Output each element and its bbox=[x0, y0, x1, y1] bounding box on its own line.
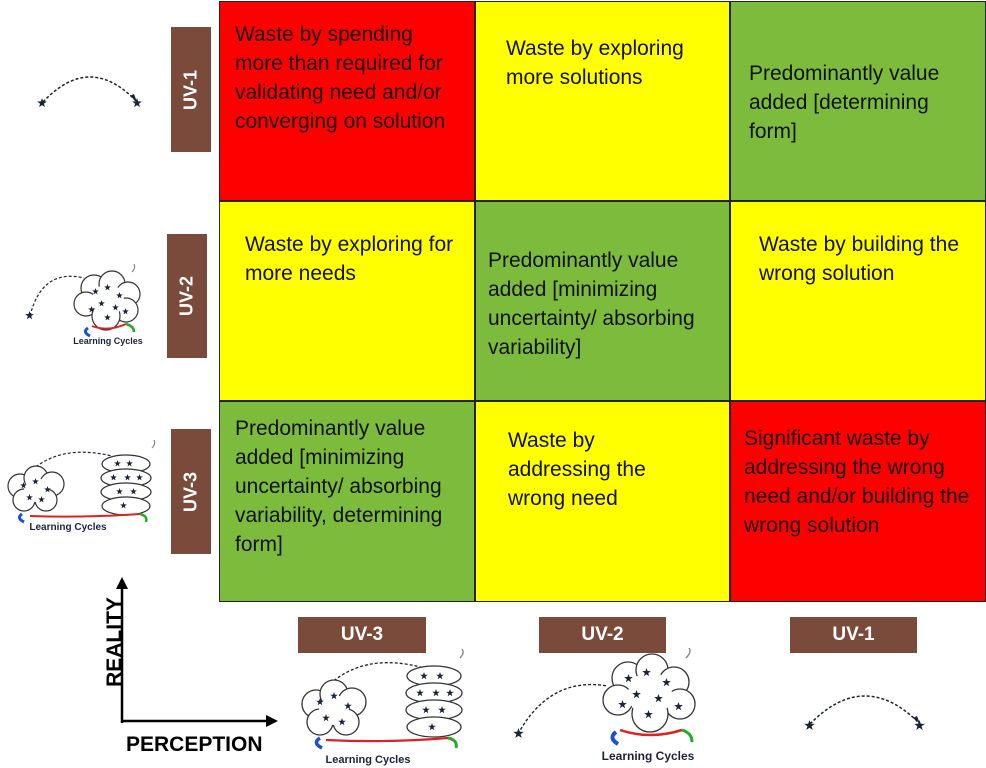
arc-between-stars-icon bbox=[804, 695, 925, 731]
cell-uv2-uv3: Waste by exploring for more needs bbox=[219, 201, 475, 401]
cell-uv3-uv1: Significant waste by addressing the wron… bbox=[730, 401, 986, 602]
row-label-uv2: UV-2 bbox=[167, 234, 207, 358]
learning-cycles-caption: Learning Cycles bbox=[29, 522, 107, 533]
cell-text: Waste by exploring for more needs bbox=[245, 233, 454, 285]
learning-cycles-caption: Learning Cycles bbox=[326, 754, 411, 766]
column-label-uv3: UV-3 bbox=[298, 617, 426, 653]
cell-uv3-uv3: Predominantly value added [minimizing un… bbox=[219, 401, 475, 602]
cell-text: Waste by exploring more solutions bbox=[506, 37, 684, 89]
waste-matrix: Waste by spending more than required for… bbox=[219, 1, 986, 602]
cell-uv1-uv2: Waste by exploring more solutions bbox=[475, 1, 730, 201]
cell-uv2-uv2: Predominantly value added [minimizing un… bbox=[475, 201, 730, 401]
double-cloud-learning-cycle-icon: Learning Cycles bbox=[7, 440, 156, 533]
double-cloud-learning-cycle-icon: Learning Cycles bbox=[301, 648, 464, 766]
arc-between-stars-icon bbox=[37, 76, 142, 108]
cell-text: Waste by building the wrong solution bbox=[759, 233, 960, 285]
column-label-uv1: UV-1 bbox=[790, 617, 917, 653]
column-label-uv2: UV-2 bbox=[539, 617, 666, 653]
single-cloud-learning-cycle-icon: Learning Cycles bbox=[513, 648, 696, 763]
cell-uv2-uv1: Waste by building the wrong solution bbox=[730, 201, 986, 401]
row-label-uv1: UV-1 bbox=[171, 27, 211, 152]
cell-text: Significant waste by addressing the wron… bbox=[744, 427, 970, 537]
reality-axis-label: REALITY bbox=[103, 597, 126, 687]
perception-axis-label: PERCEPTION bbox=[126, 733, 263, 756]
cell-text: Waste by spending more than required for… bbox=[235, 23, 446, 133]
row-label-uv3: UV-3 bbox=[171, 429, 211, 554]
single-cloud-learning-cycle-icon: Learning Cycles bbox=[25, 263, 143, 346]
cell-uv1-uv1: Predominantly value added [determining f… bbox=[730, 1, 986, 201]
cell-text: Waste by addressing the wrong need bbox=[508, 429, 646, 510]
learning-cycles-caption: Learning Cycles bbox=[73, 336, 143, 346]
cell-text: Predominantly value added [minimizing un… bbox=[488, 249, 695, 359]
cell-uv3-uv2: Waste by addressing the wrong need bbox=[475, 401, 730, 602]
axes-arrows bbox=[116, 577, 278, 727]
cell-text: Predominantly value added [minimizing un… bbox=[235, 417, 443, 556]
cell-uv1-uv3: Waste by spending more than required for… bbox=[219, 1, 475, 201]
learning-cycles-caption: Learning Cycles bbox=[602, 749, 695, 763]
cell-text: Predominantly value added [determining f… bbox=[749, 62, 940, 143]
